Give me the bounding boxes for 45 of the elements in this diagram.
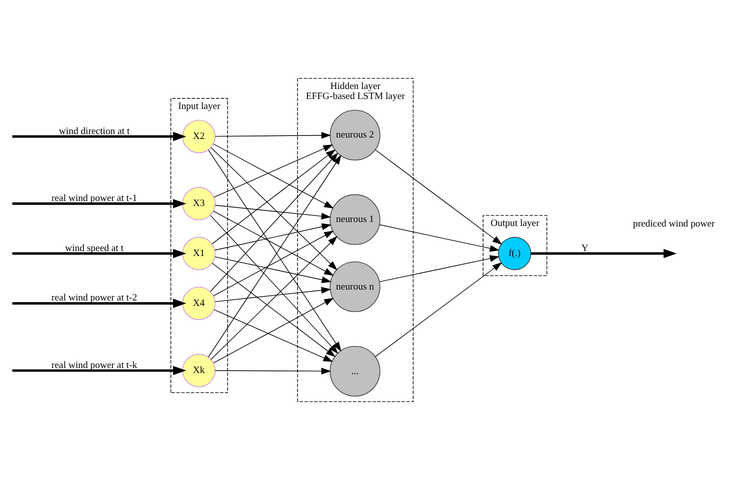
arrow: [375, 149, 502, 244]
arrow: [12, 298, 186, 308]
arrow: [212, 262, 336, 356]
arrow: [213, 297, 334, 363]
arrow: [214, 367, 332, 374]
arrow: [210, 236, 338, 360]
node-circle: X3: [182, 186, 216, 220]
arrow: [375, 262, 502, 356]
arrow: [214, 256, 332, 283]
arrow: [214, 286, 332, 302]
arrow: [12, 365, 186, 375]
edge-label: wind direction at t: [58, 125, 130, 136]
arrow: [213, 210, 334, 276]
arrow: [379, 254, 500, 282]
node-circle: Xk: [182, 353, 216, 387]
node-circle: X1: [182, 236, 216, 270]
arrow: [214, 204, 332, 220]
arrow: [214, 222, 332, 250]
node-circle: neurous 1: [330, 194, 380, 244]
node-circle: f(.): [498, 236, 532, 270]
arrow: [531, 248, 677, 258]
edge-label: Y: [581, 242, 588, 254]
arrow: [210, 152, 338, 292]
edge-label: real wind power at t-k: [52, 359, 138, 370]
arrow: [12, 248, 186, 258]
arrow: [213, 230, 334, 296]
arrow: [12, 131, 186, 141]
node-circle: neurous n: [330, 260, 380, 312]
node-circle: neurous 2: [330, 109, 380, 160]
edge-label: real wind power at t-1: [52, 192, 138, 204]
arrow: [212, 148, 336, 244]
arrow: [214, 132, 332, 138]
arrow: [213, 143, 334, 208]
arrow: [214, 308, 333, 362]
edge-label: wind speed at t: [65, 242, 124, 254]
arrow: [214, 144, 333, 198]
label: prediced wind power: [633, 218, 715, 229]
arrow: [379, 224, 500, 252]
arrow: [210, 146, 338, 270]
node-circle: X2: [182, 119, 216, 153]
node-circle: ...: [330, 345, 380, 396]
node-circle: X4: [182, 286, 216, 320]
arrow: [210, 214, 338, 354]
arrow: [12, 198, 186, 208]
edge-label: real wind power at t-2: [52, 292, 138, 304]
